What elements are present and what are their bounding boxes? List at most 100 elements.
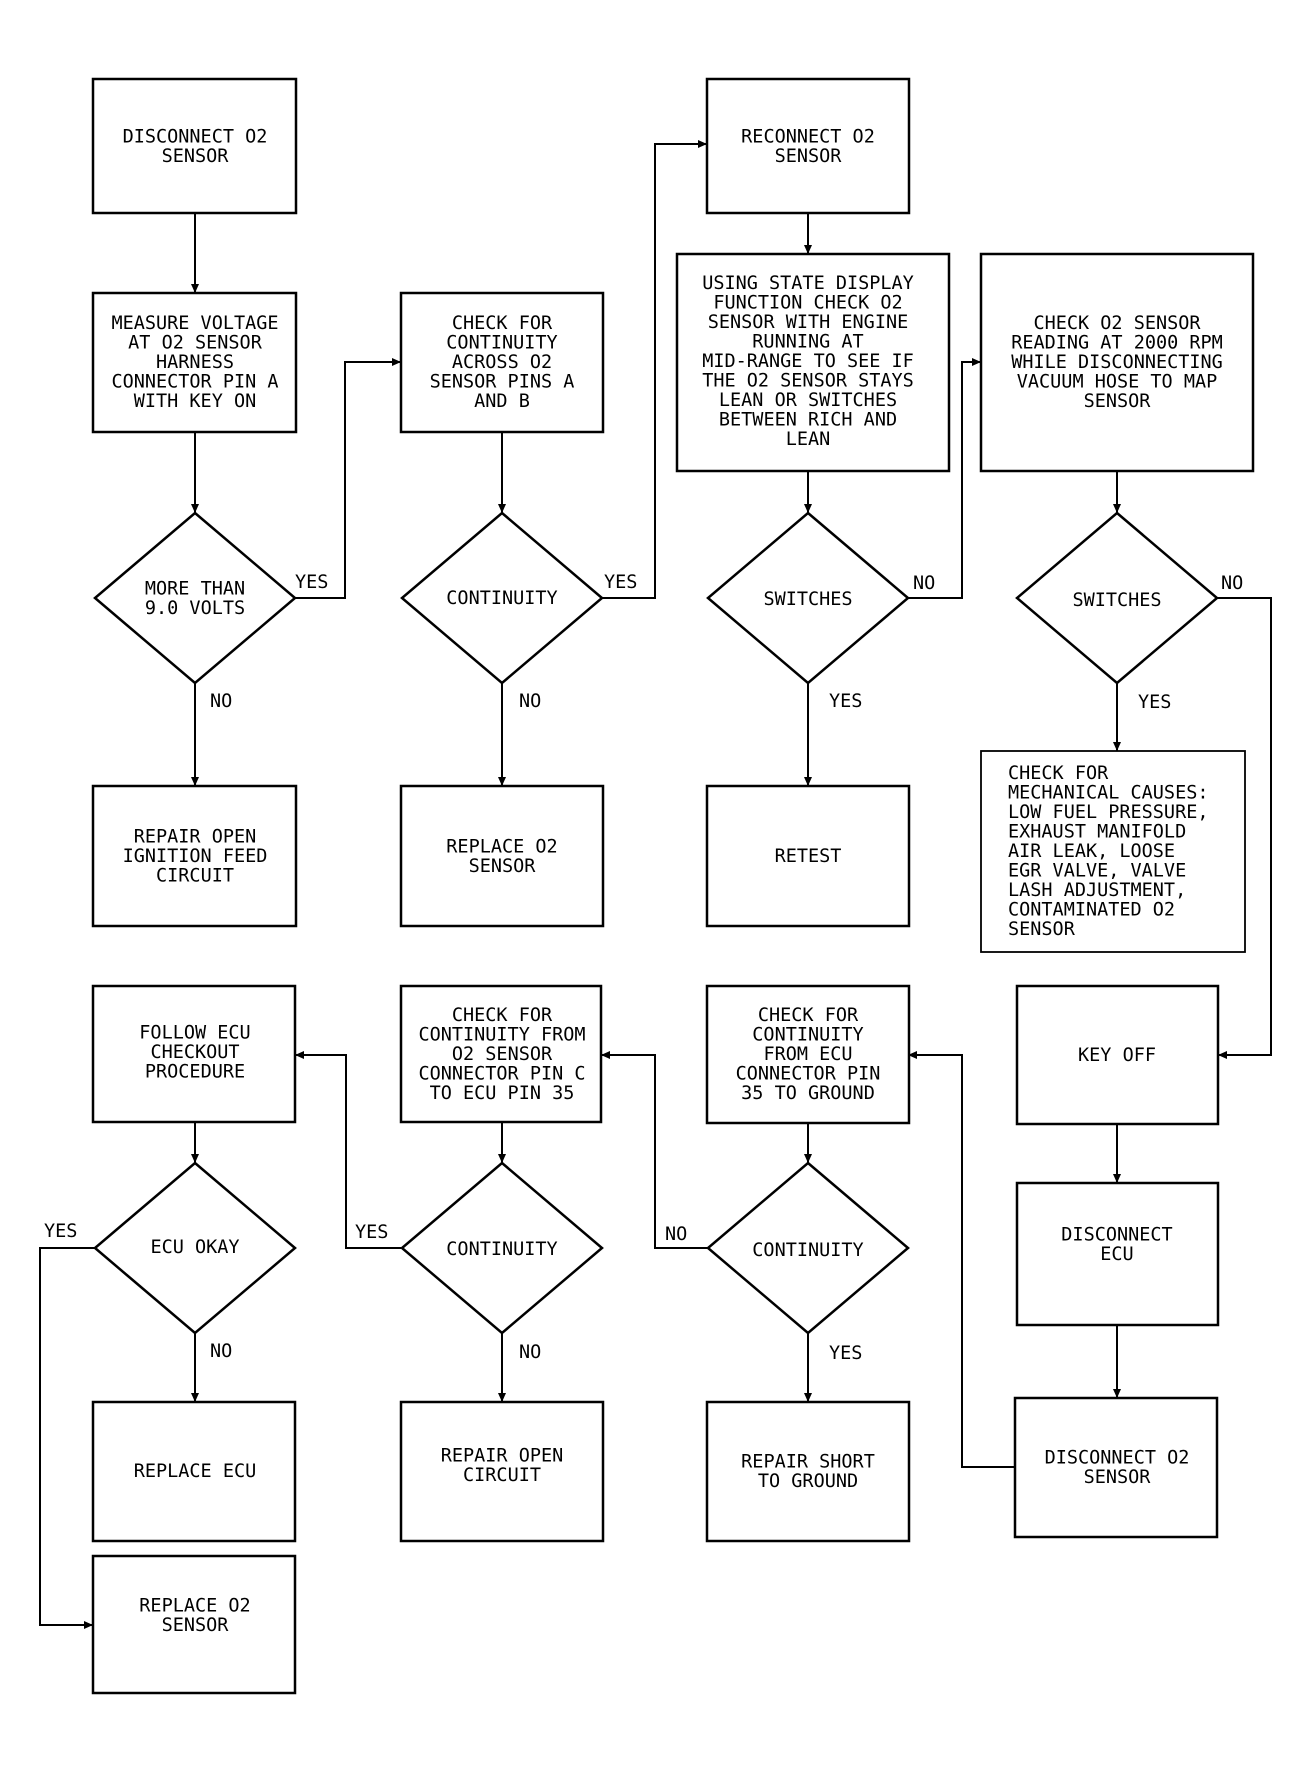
node-text-line: ECU	[1100, 1244, 1133, 1265]
node-text-line: CONNECTOR PIN	[736, 1064, 881, 1085]
node-text-line: CONTAMINATED O2	[1008, 900, 1175, 921]
node-text-line: MORE THAN	[145, 578, 245, 599]
decision-switches: SWITCHES	[706, 511, 910, 685]
node-text-line: EGR VALVE, VALVE	[1008, 861, 1186, 882]
edge-label-no: NO	[1221, 573, 1243, 594]
node-text-line: AIR LEAK, LOOSE	[1008, 841, 1175, 862]
node-text-line: CHECK O2 SENSOR	[1033, 313, 1201, 334]
node-text-line: VACUUM HOSE TO MAP	[1017, 372, 1217, 393]
node-text-line: SENSOR	[1084, 391, 1152, 412]
edge-label-no: NO	[665, 1224, 687, 1245]
edge-label-no: NO	[210, 691, 232, 712]
edge-label-yes: YES	[604, 572, 637, 593]
node-text-line: USING STATE DISPLAY	[702, 273, 914, 294]
node-text: KEY OFF	[1078, 1045, 1156, 1066]
node-text-line: REPAIR SHORT	[741, 1451, 875, 1472]
connector	[602, 140, 707, 599]
node-text: CONTINUITY	[446, 1239, 557, 1260]
node-text-line: DISCONNECT	[1061, 1224, 1172, 1245]
node-text-line: TO ECU PIN 35	[430, 1083, 575, 1104]
node-text-line: RETEST	[775, 846, 842, 867]
connector	[295, 358, 401, 599]
edge-label-yes: YES	[295, 572, 328, 593]
node-text-line: KEY OFF	[1078, 1045, 1156, 1066]
node-text-line: CONTINUITY	[446, 588, 557, 609]
node-text-line: CIRCUIT	[463, 1465, 541, 1486]
node-text-line: SENSOR PINS A	[430, 372, 575, 393]
node-text-line: FUNCTION CHECK O2	[713, 293, 902, 314]
node-text-line: MECHANICAL CAUSES:	[1008, 783, 1208, 804]
connector	[908, 358, 981, 599]
node-text-line: CHECK FOR	[1008, 763, 1109, 784]
node-text-line: READING AT 2000 RPM	[1011, 333, 1223, 354]
node-text-line: CONTINUITY	[446, 1239, 557, 1260]
node-text-line: MID-RANGE TO SEE IF	[702, 351, 914, 372]
node-text-line: CONNECTOR PIN C	[418, 1064, 585, 1085]
node-text: REPLACE ECU	[134, 1461, 257, 1482]
node-text-line: LEAN	[786, 429, 831, 450]
node-text-line: SENSOR	[162, 146, 230, 167]
node-text-line: REPAIR OPEN	[134, 827, 257, 848]
node-text: ECU OKAY	[150, 1237, 239, 1258]
node-text-line: SWITCHES	[1072, 590, 1161, 611]
node-text-line: LEAN OR SWITCHES	[719, 390, 897, 411]
node-text-line: TO GROUND	[758, 1471, 858, 1492]
node-text-line: HARNESS	[156, 352, 234, 373]
node-text: SWITCHES	[1072, 590, 1161, 611]
decision-continuity-pin-c: CONTINUITY	[400, 1161, 604, 1335]
node-text-line: CONTINUITY	[752, 1025, 863, 1046]
node-text-line: RUNNING AT	[752, 332, 863, 353]
connector	[39, 1247, 95, 1629]
node-text-line: CIRCUIT	[156, 866, 234, 887]
node-text-line: MEASURE VOLTAGE	[111, 313, 278, 334]
node-text-line: 35 TO GROUND	[741, 1083, 875, 1104]
edge-label-yes: YES	[355, 1222, 388, 1243]
edge-label-no: NO	[210, 1341, 232, 1362]
connector	[601, 1051, 708, 1249]
node-text-line: FROM ECU	[763, 1044, 852, 1065]
node-text-line: DISCONNECT O2	[1045, 1447, 1190, 1468]
node-text: RETEST	[775, 846, 842, 867]
node-text-line: BETWEEN RICH AND	[719, 410, 897, 431]
edge-label-no: NO	[913, 573, 935, 594]
node-text-line: SENSOR	[1008, 919, 1076, 940]
node-text-line: ECU OKAY	[150, 1237, 239, 1258]
node-text-line: AND B	[474, 391, 530, 412]
decision-ecu-okay: ECU OKAY	[93, 1161, 297, 1335]
node-text-line: SENSOR	[162, 1615, 230, 1636]
node-text-line: LOW FUEL PRESSURE,	[1008, 802, 1208, 823]
node-text-line: LASH ADJUSTMENT,	[1008, 880, 1186, 901]
node-text-line: CHECKOUT	[150, 1042, 239, 1063]
node-text: SWITCHES	[763, 589, 852, 610]
decision-continuity-pins-a-b: CONTINUITY	[400, 511, 604, 685]
decision-switches-2000-rpm: SWITCHES	[1015, 511, 1219, 685]
node-text-line: SENSOR	[1084, 1467, 1152, 1488]
node-text-line: REPLACE O2	[139, 1595, 250, 1616]
node-text-line: REPLACE O2	[446, 836, 557, 857]
node-text-line: REPAIR OPEN	[441, 1445, 564, 1466]
edge-label-yes: YES	[1138, 692, 1171, 713]
node-text-line: O2 SENSOR	[452, 1044, 553, 1065]
